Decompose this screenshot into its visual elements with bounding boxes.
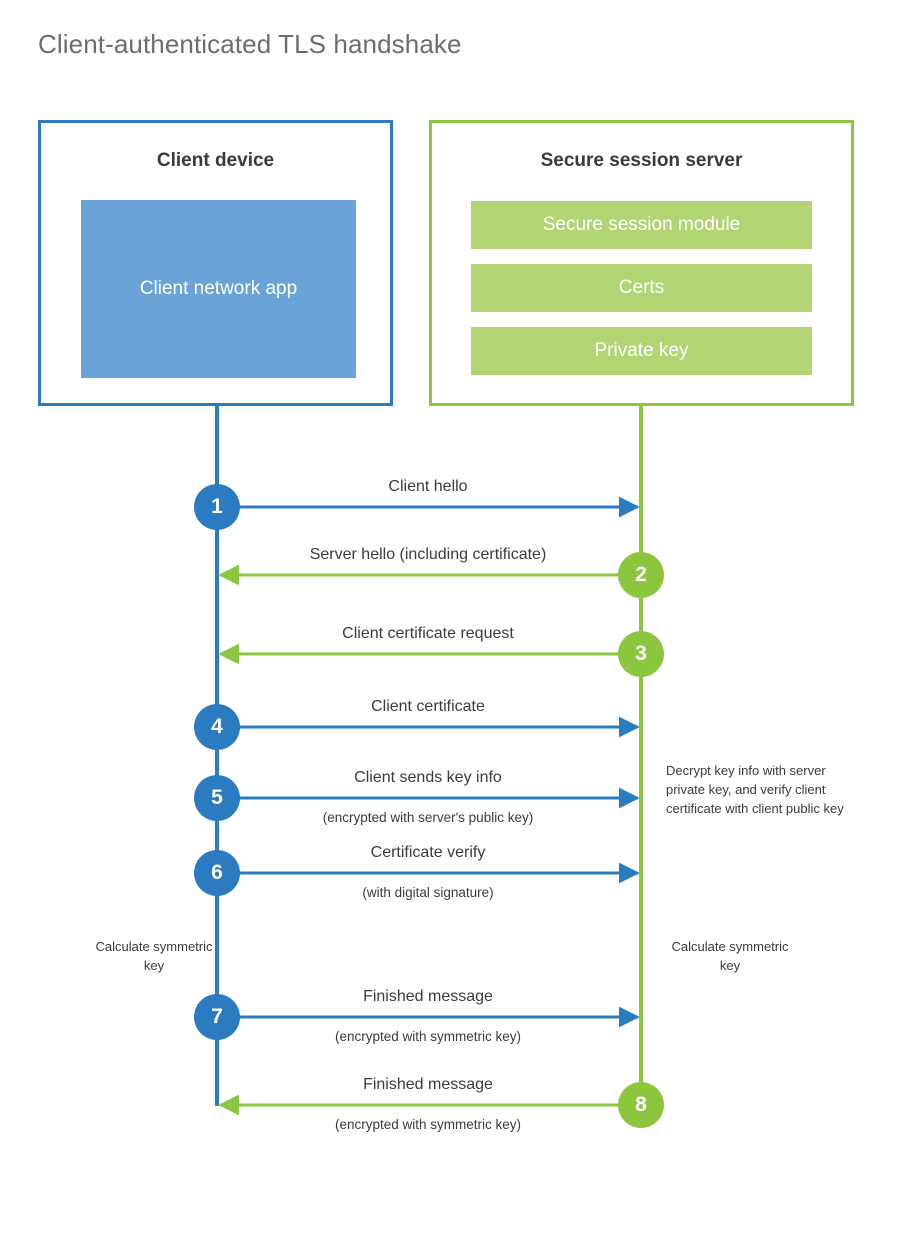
- server-block-secure-session-module: Secure session module: [471, 201, 812, 249]
- page-title: Client-authenticated TLS handshake: [38, 29, 462, 59]
- client-device-box: Client device Client network app: [38, 120, 393, 406]
- message-label-3: Client certificate request: [342, 625, 514, 642]
- message-label-1: Client hello: [388, 478, 468, 495]
- message-label-6: Certificate verify: [370, 844, 486, 861]
- secure-session-server-title: Secure session server: [540, 150, 743, 171]
- step-circle-2[interactable]: 2: [618, 552, 664, 598]
- server-block-private-key: Private key: [471, 327, 812, 375]
- step-circle-8[interactable]: 8: [618, 1082, 664, 1128]
- message-sublabel-8: (encrypted with symmetric key): [334, 1117, 522, 1132]
- step-circle-5[interactable]: 5: [194, 775, 240, 821]
- server-lifeline: [639, 403, 643, 1106]
- annotation-decrypt-key-info: Decrypt key info with server private key…: [666, 763, 844, 816]
- message-label-5: Client sends key info: [354, 769, 502, 786]
- step-circle-1[interactable]: 1: [194, 484, 240, 530]
- message-sublabel-7: (encrypted with symmetric key): [334, 1029, 522, 1044]
- annotation-server-calculate-symmetric-key: Calculate symmetric key: [671, 939, 789, 973]
- message-label-2: Server hello (including certificate): [309, 546, 547, 563]
- message-label-4: Client certificate: [371, 698, 485, 715]
- step-circle-6[interactable]: 6: [194, 850, 240, 896]
- message-sublabel-6: (with digital signature): [362, 885, 494, 900]
- client-device-title: Client device: [156, 150, 275, 171]
- step-circle-3[interactable]: 3: [618, 631, 664, 677]
- step-circle-7[interactable]: 7: [194, 994, 240, 1040]
- client-network-app-block: Client network app: [81, 200, 356, 378]
- message-label-8: Finished message: [363, 1076, 493, 1093]
- message-label-7: Finished message: [363, 988, 493, 1005]
- step-circle-4[interactable]: 4: [194, 704, 240, 750]
- client-lifeline: [215, 403, 219, 1106]
- message-sublabel-5: (encrypted with server's public key): [322, 810, 534, 825]
- secure-session-server-box: Secure session server Secure session mod…: [429, 120, 854, 406]
- server-block-certs: Certs: [471, 264, 812, 312]
- annotation-client-calculate-symmetric-key: Calculate symmetric key: [95, 939, 213, 973]
